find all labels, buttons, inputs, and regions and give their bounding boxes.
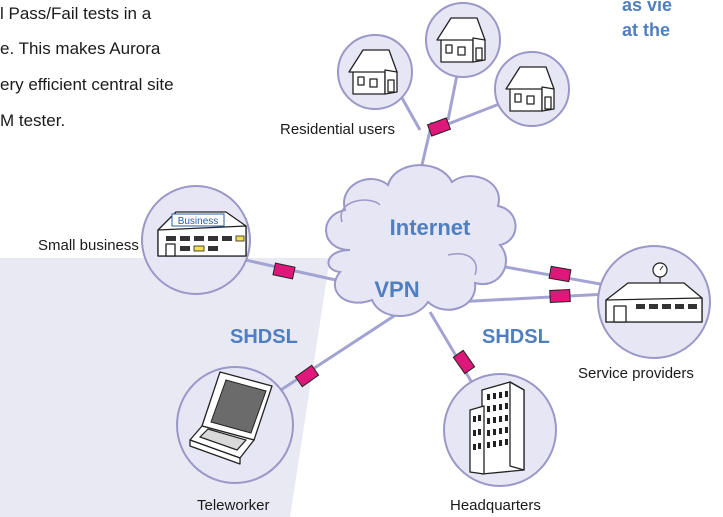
residential-users-node: Residential users (280, 2, 570, 138)
connector-marker-headquarters (452, 349, 476, 375)
laptop-icon (189, 371, 273, 465)
heading-line-2: at the (622, 20, 670, 40)
shdsl-left-label: SHDSL (230, 326, 298, 348)
teleworker-label: Teleworker (197, 497, 270, 514)
intro-line-3: ery efficient central site (0, 75, 174, 94)
office-tower-icon (469, 381, 525, 475)
intro-line-2: e. This makes Aurora (0, 39, 161, 58)
service-providers-node: Service providers (578, 245, 711, 382)
vpn-label: VPN (374, 277, 419, 302)
house-icon (436, 17, 486, 63)
intro-paragraph: l Pass/Fail tests in a e. This makes Aur… (0, 4, 174, 130)
house-icon (505, 66, 555, 112)
office-building-icon: Business (157, 211, 247, 257)
connector-marker-residential (426, 117, 452, 137)
headquarters-label: Headquarters (450, 497, 541, 514)
service-building-icon (605, 262, 703, 323)
internet-vpn-cloud: Internet VPN (325, 164, 517, 317)
internet-label: Internet (390, 215, 471, 240)
intro-line-1: l Pass/Fail tests in a (0, 4, 152, 23)
small-business-node: Business Small business (38, 185, 251, 295)
heading-line-1: as vie (622, 0, 672, 15)
service-providers-label: Service providers (578, 365, 694, 382)
intro-line-4: M tester. (0, 111, 65, 130)
teleworker-node: Teleworker (176, 366, 294, 514)
shdsl-right-label: SHDSL (482, 326, 550, 348)
small-business-label: Small business (38, 237, 139, 254)
headquarters-node: Headquarters (443, 373, 557, 514)
business-sign-text: Business (178, 216, 219, 227)
link-connectors (272, 117, 572, 388)
connector-marker-small-business (272, 262, 296, 280)
connector-marker-provider-lower (549, 288, 571, 304)
residential-users-label: Residential users (280, 121, 395, 138)
connector-marker-teleworker (294, 364, 320, 388)
connector-marker-provider-upper (548, 265, 572, 283)
house-icon (348, 49, 398, 95)
